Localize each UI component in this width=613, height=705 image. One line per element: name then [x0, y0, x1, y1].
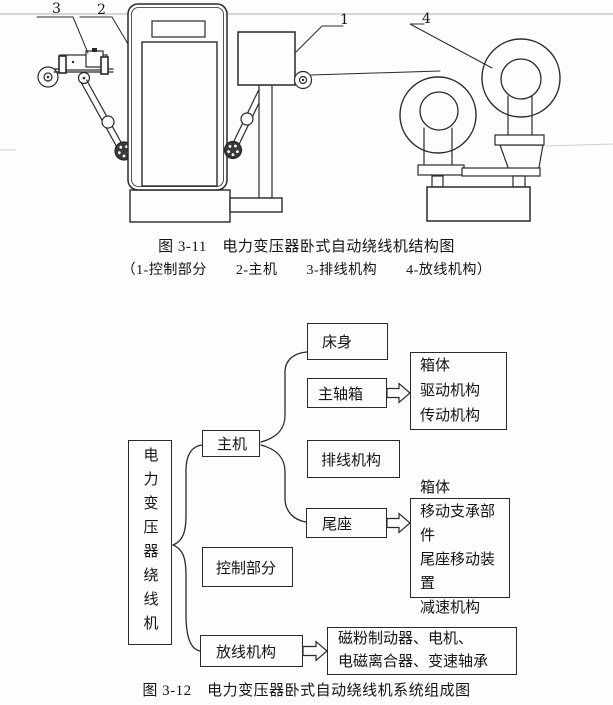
- label-2-leader: [79, 16, 129, 45]
- box-traverse-label: 排线机构: [321, 452, 382, 469]
- right-swing-arm: [223, 88, 266, 160]
- brace-main-to-bed: [260, 351, 308, 443]
- label-4: 4: [422, 11, 431, 27]
- box-bed-label: 床身: [322, 335, 353, 351]
- cabinet-outer: [127, 3, 228, 191]
- box-tailstock-label: 尾座: [322, 516, 353, 533]
- box-headstock-parts: 箱体 驱动机构 传动机构: [410, 352, 507, 430]
- headstock-part: 传动机构: [420, 407, 481, 424]
- tailstock-part: 减速机构: [420, 600, 481, 616]
- label-3: 3: [52, 1, 61, 17]
- box-bed: 床身: [307, 323, 388, 360]
- cabinet-front-panel: [141, 41, 218, 187]
- tailstock-part: 箱体: [420, 480, 451, 496]
- control-unit: [229, 31, 313, 213]
- label-3-leader: [36, 16, 89, 54]
- label-1-leader: [295, 25, 344, 53]
- cabinet-top-slot: [151, 20, 206, 38]
- box-payoff-mechanism: 放线机构: [200, 635, 303, 667]
- part-labels: [36, 16, 493, 69]
- main-machine-cabinet: [127, 3, 231, 223]
- traverse-mechanism: [37, 48, 134, 161]
- figure-3-12-caption: 图 3-12 电力变压器卧式自动绕线机系统组成图: [142, 683, 471, 699]
- box-payoff-label: 放线机构: [216, 644, 277, 661]
- right-arm-roller: [240, 112, 254, 126]
- box-root-winding-machine: 电力变压器绕线机: [128, 440, 172, 645]
- foot-left: [431, 175, 444, 188]
- box-tailstock: 尾座: [306, 508, 387, 538]
- headstock-part: 箱体: [420, 357, 451, 374]
- foot-right: [512, 175, 526, 188]
- brace-root-to-payoff: [172, 544, 201, 652]
- right-support-plate: [494, 134, 545, 146]
- box-headstock: 主轴箱: [307, 378, 387, 408]
- machine-structure-drawing: 3 2 1 4: [0, 1, 613, 223]
- box-payoff-parts: 磁粉制动器、电机、 电磁离合器、变速轴承: [327, 627, 517, 675]
- box-control-part: 控制部分: [202, 547, 293, 587]
- swing-arm: [80, 82, 119, 149]
- base-beam: [461, 167, 541, 177]
- payoff-reel-left: [399, 76, 477, 154]
- box-headstock-label: 主轴箱: [318, 386, 364, 403]
- flange-disc-right: [223, 140, 243, 160]
- label-2: 2: [97, 2, 106, 18]
- base-block: [426, 186, 531, 222]
- scan-rule-right: [545, 143, 613, 147]
- figure-3-11-legend: （1-控制部分 2-主机 3-排线机构 4-放线机构）: [121, 263, 492, 278]
- brace-main-to-tailstock: [260, 444, 307, 523]
- box-control-part-label: 控制部分: [216, 560, 277, 577]
- control-stand-column: [258, 84, 273, 199]
- control-box: [237, 31, 296, 86]
- brace-root-to-main: [172, 444, 203, 546]
- figure-3-11-caption: 图 3-11 电力变压器卧式自动绕线机结构图: [158, 239, 455, 255]
- control-stand-base: [229, 197, 283, 213]
- tailstock-part: 尾座移动装置: [420, 552, 496, 592]
- left-foot-plate: [417, 164, 465, 176]
- arrow-headstock: [386, 382, 411, 404]
- label-4-leader: [409, 23, 493, 69]
- wire-line: [310, 70, 441, 76]
- tailstock-part: 移动支承部件: [420, 504, 496, 544]
- cabinet-pedestal: [129, 189, 231, 223]
- arm-roller: [101, 115, 115, 129]
- arrow-payoff: [302, 640, 328, 662]
- box-traverse-mechanism: 排线机构: [307, 440, 400, 478]
- payoff-mechanism: [399, 38, 561, 222]
- carriage-bracket-left: [58, 55, 67, 74]
- box-main-unit-label: 主机: [217, 437, 248, 453]
- payoff-part: 磁粉制动器、电机、: [338, 631, 474, 647]
- payoff-part: 电磁离合器、变速轴承: [338, 654, 489, 670]
- label-1: 1: [340, 12, 349, 28]
- arrow-tailstock: [386, 512, 411, 534]
- payoff-reel-right: [481, 38, 561, 118]
- carriage-bracket-right: [100, 56, 109, 75]
- box-main-unit: 主机: [202, 430, 260, 457]
- headstock-part: 驱动机构: [420, 382, 481, 399]
- box-root-label: 电力变压器绕线机: [141, 446, 158, 639]
- box-tailstock-parts: 箱体 移动支承部件 尾座移动装置 减速机构: [410, 480, 510, 616]
